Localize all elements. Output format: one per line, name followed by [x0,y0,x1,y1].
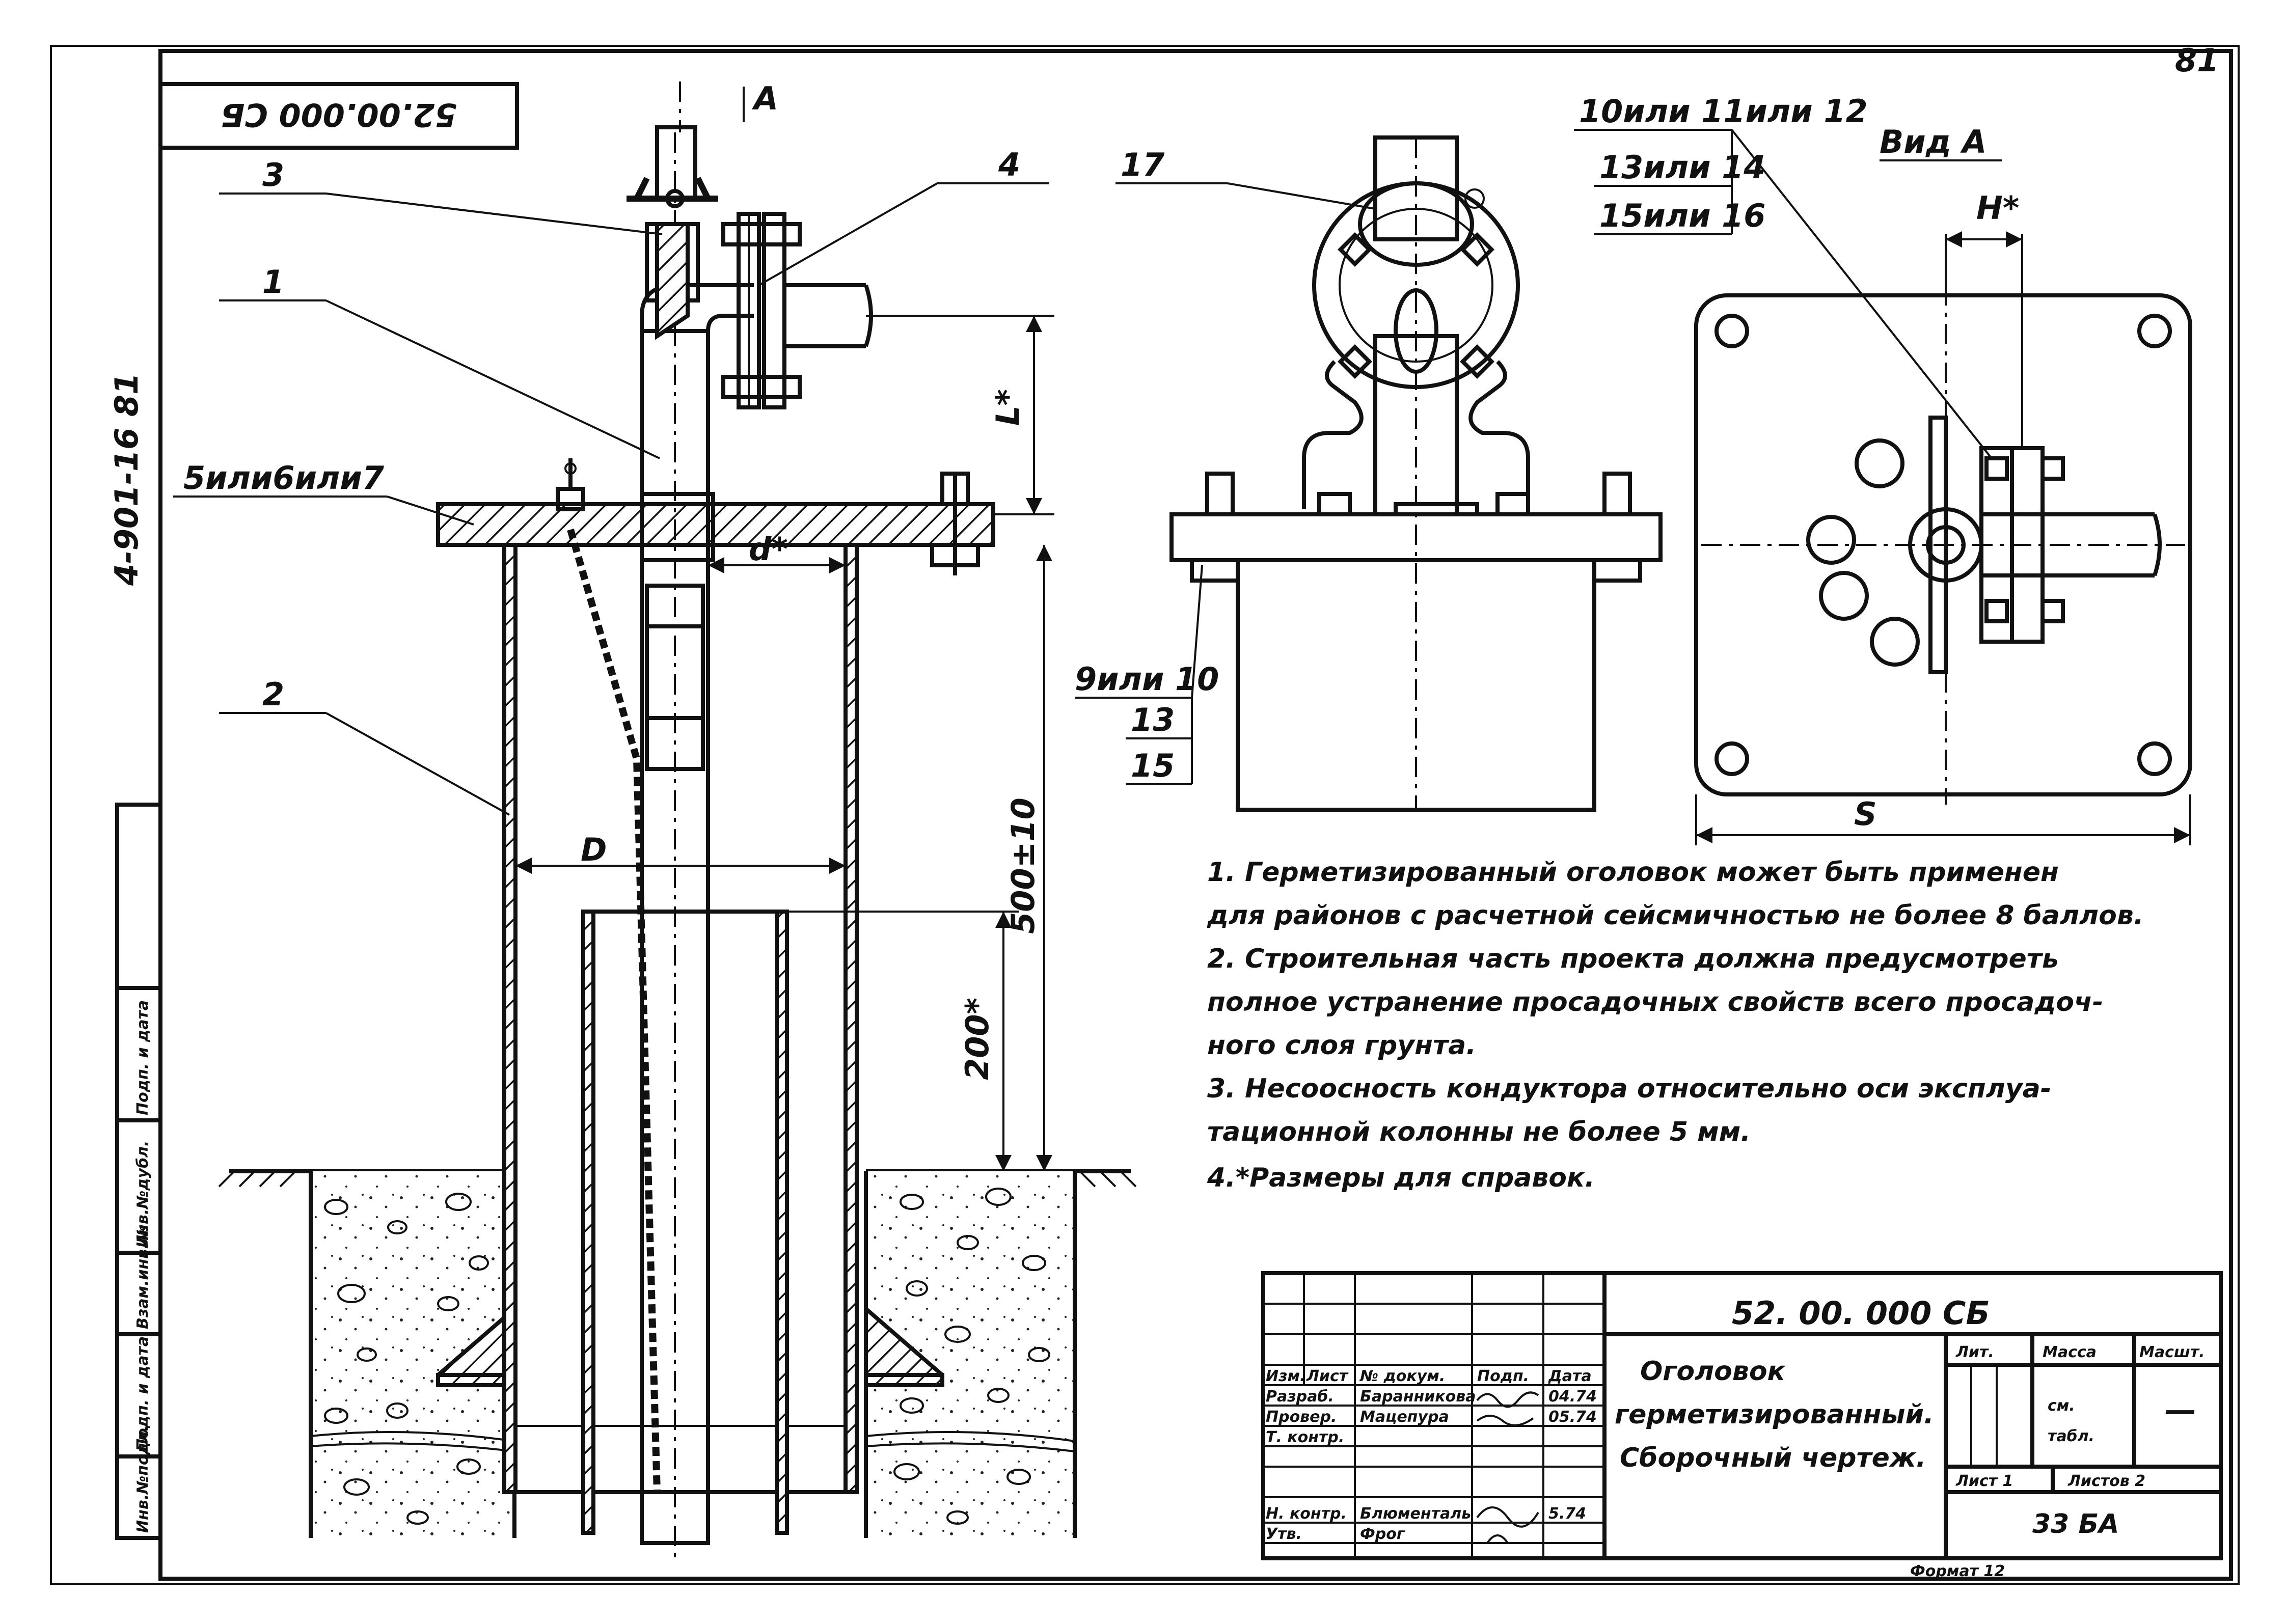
tb-r4-name: Блюменталь [1360,1505,1471,1523]
strip-vzam-inv: Взам.инв.№ [134,1225,152,1329]
callout-15-16: 15или 16 [1599,197,1765,234]
dim-d-small: d* [749,531,788,568]
top-stamp: 52.00.000 СБ [221,96,456,133]
tb-mass-1: см. [2048,1397,2075,1415]
main-section-view [218,81,1137,1558]
callout-3: 3 [262,156,284,194]
signatures [1476,1391,1539,1544]
tb-scale: Масшт. [2139,1343,2205,1361]
callout-9-10: 9или 10 [1075,660,1219,698]
callout-5-7: 5или6или7 [183,459,385,497]
callout-13: 13 [1131,701,1175,738]
tb-r1-name: Баранникова [1360,1388,1476,1406]
main-dimensions: L* d* D 500±10 200* [515,315,1054,1171]
title-block: 52. 00. 000 СБ Оголовок герметизированны… [1261,1271,2223,1560]
tb-mass-2: табл. [2048,1427,2094,1445]
flange-plate[interactable] [436,502,995,547]
tb-h-list: Лист [1306,1367,1349,1385]
top-stamp-box [158,82,519,150]
note-2a: 2. Строительная часть проекта должна пре… [1207,944,2059,974]
note-1b: для районов с расчетной сейсмичностью не… [1207,900,2144,931]
dim-h: H* [1976,189,2019,227]
tb-sheet: Лист 1 [1955,1472,2013,1490]
tb-r1-role: Разраб. [1266,1388,1334,1406]
flange-bolt[interactable] [930,472,980,575]
cable-clamp[interactable] [556,458,585,511]
tb-org: 33 БА [2032,1509,2119,1539]
tb-lit: Лит. [1955,1343,1994,1361]
pebbles [324,1188,1050,1525]
tb-scale-val: — [2165,1391,2196,1428]
outer-frame [50,45,2240,1585]
tb-r4-date: 5.74 [1548,1505,1586,1523]
tb-r2-date: 05.74 [1548,1408,1597,1426]
tb-r4-role: Н. контр. [1266,1505,1347,1523]
callout-15: 15 [1131,747,1175,784]
tb-r2-role: Провер. [1266,1408,1337,1426]
note-2c: ного слоя грунта. [1207,1030,1476,1061]
conductor-casing-left-wall [502,517,518,1494]
note-2b: полное устранение просадочных свойств вс… [1207,987,2103,1017]
tb-name-1: Оголовок [1640,1356,1786,1387]
tb-h-date: Дата [1548,1367,1592,1385]
callout-13-14: 13или 14 [1599,149,1765,186]
notes: 1. Герметизированный оголовок может быть… [1207,857,2144,1193]
callout-10-12: 10или 11или 12 [1579,93,1868,130]
note-1a: 1. Герметизированный оголовок может быть… [1207,857,2059,888]
view-arrow-a: А [751,80,778,117]
dim-d-large: D [581,831,607,868]
cable [567,529,661,1493]
strip-inv-dubl: Инв.№дубл. [134,1141,152,1248]
tb-r1-date: 04.74 [1548,1388,1597,1406]
tb-h-doc: № докум. [1359,1367,1445,1385]
dim-200: 200* [959,998,996,1080]
callout-1: 1 [262,263,284,300]
tb-r3-role: Т. контр. [1266,1428,1344,1446]
callout-2: 2 [262,676,284,713]
tb-h-sign: Подп. [1477,1367,1529,1385]
valve-handwheel[interactable] [627,177,718,202]
tb-r5-role: Утв. [1266,1525,1302,1543]
outlet-pipe [784,283,873,348]
callout-4: 4 [998,146,1020,183]
dim-s: S [1854,795,1877,833]
strip-podp-data-1: Подп. и дата [134,1336,152,1451]
left-strip: Инв.№подл. Подп. и дата Взам.инв.№ Инв.№… [115,803,162,1540]
format-label: Формат 12 [1910,1562,2005,1580]
side-designation: 4-901-16 81 [108,373,145,586]
tb-r5-name: Фрог [1360,1525,1405,1543]
tb-r2-name: Мацепура [1360,1408,1449,1426]
side-view [1169,135,1663,812]
note-4: 4.*Размеры для справок. [1207,1163,1595,1193]
sheet-number: 81 [2175,42,2219,79]
callout-17: 17 [1121,146,1165,183]
conductor-casing-right-wall [843,517,859,1494]
dim-l: L* [989,389,1026,426]
view-a-title: Вид А [1880,123,1986,160]
tb-name-3: Сборочный чертеж. [1620,1443,1926,1473]
pipe-flange[interactable] [721,212,802,409]
note-3b: тационной колонны не более 5 мм. [1207,1117,1751,1147]
strip-podp-data-2: Подп. и дата [134,1000,152,1115]
main-callouts: 3 4 1 5или6или7 2 А [173,80,1049,816]
view-a: Вид А 10или 11или 12 13или 14 15или 16 [1574,93,2192,845]
tb-code: 52. 00. 000 СБ [1732,1295,1990,1332]
note-3a: 3. Несоосность кондуктора относительно о… [1207,1074,2051,1104]
tb-sheets: Листов 2 [2067,1472,2145,1490]
tb-name-2: герметизированный. [1615,1399,1934,1430]
strip-inv-podl: Инв.№подл. [134,1425,152,1533]
view-a-plate [1694,293,2192,796]
side-callouts: 17 9или 10 13 15 [1075,146,1376,785]
tb-h-izm: Изм. [1266,1367,1305,1385]
tb-mass: Масса [2043,1343,2097,1361]
dim-500: 500±10 [1004,797,1042,934]
